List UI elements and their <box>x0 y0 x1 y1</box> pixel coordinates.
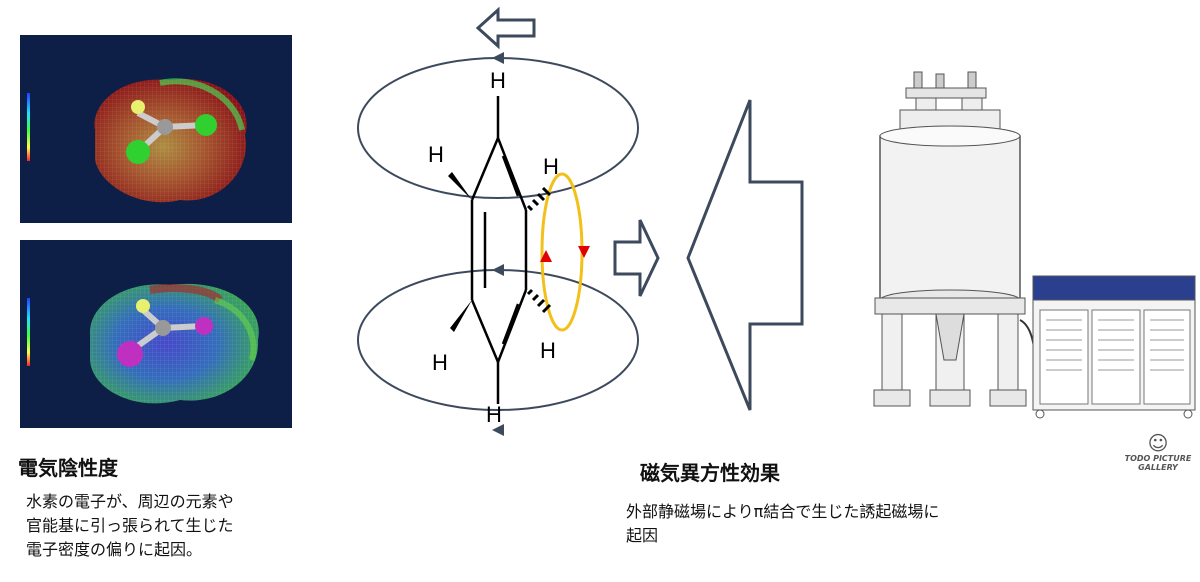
mascot-icon: ☺ <box>1147 431 1169 455</box>
console-cabinet <box>1032 275 1196 419</box>
benzene-ring <box>470 96 528 404</box>
hydrogen-label-upper-right: H <box>543 154 559 179</box>
esp-map-top-graphic <box>27 78 247 203</box>
esp-map-top <box>20 35 292 223</box>
hydrogen-label-lower-left: H <box>432 350 448 375</box>
anisotropy-heading: 磁気異方性効果 <box>640 461 780 485</box>
anisotropy-description-line: 起因 <box>626 526 659 545</box>
hydrogen-label-top: H <box>490 68 506 93</box>
hydrogen-label-upper-left: H <box>428 142 444 167</box>
electronegativity-description-line: 電子密度の偏りに起因。 <box>26 540 203 559</box>
electronegativity-heading: 電気陰性度 <box>18 456 118 480</box>
hollow-arrow-induced <box>613 219 660 297</box>
anisotropy-description-line: 外部静磁場によりπ結合で生じた誘起磁場に <box>626 502 940 521</box>
hashed-bond-upper <box>526 186 552 212</box>
hashed-bond-lower <box>526 288 552 314</box>
electronegativity-description: 水素の電子が、周辺の元素や 官能基に引っ張られて生じた 電子密度の偏りに起因。 <box>26 490 234 562</box>
esp-map-bottom <box>20 240 292 428</box>
electronegativity-description-line: 官能基に引っ張られて生じた <box>26 516 234 535</box>
field-arrowhead-middle <box>492 264 504 276</box>
field-arrowhead-lower <box>492 424 504 436</box>
color-scale-bar <box>27 298 30 366</box>
hydrogen-label-bottom: H <box>486 402 502 427</box>
big-hollow-arrow-external-field <box>686 99 804 411</box>
esp-map-bottom-graphic <box>27 283 259 404</box>
field-arrowhead-upper <box>492 52 504 64</box>
hydrogen-label-lower-right: H <box>540 338 556 363</box>
wedge-bond-upper <box>448 172 472 200</box>
anisotropy-description: 外部静磁場によりπ結合で生じた誘起磁場に 起因 <box>626 500 939 548</box>
watermark: ☺ TODO PICTURE GALLERY <box>1118 432 1198 472</box>
hollow-arrow-top-left <box>475 6 536 50</box>
nmr-magnet <box>873 71 1039 407</box>
electronegativity-description-line: 水素の電子が、周辺の元素や <box>26 492 234 511</box>
watermark-line1: TODO PICTURE <box>1124 454 1192 463</box>
current-arrow-down <box>578 246 590 258</box>
wedge-bond-lower <box>450 300 472 332</box>
anisotropy-diagram: H H H H H H <box>357 6 1196 436</box>
watermark-line2: GALLERY <box>1138 463 1178 472</box>
color-scale-bar <box>27 93 30 161</box>
current-arrow-up <box>540 250 552 262</box>
